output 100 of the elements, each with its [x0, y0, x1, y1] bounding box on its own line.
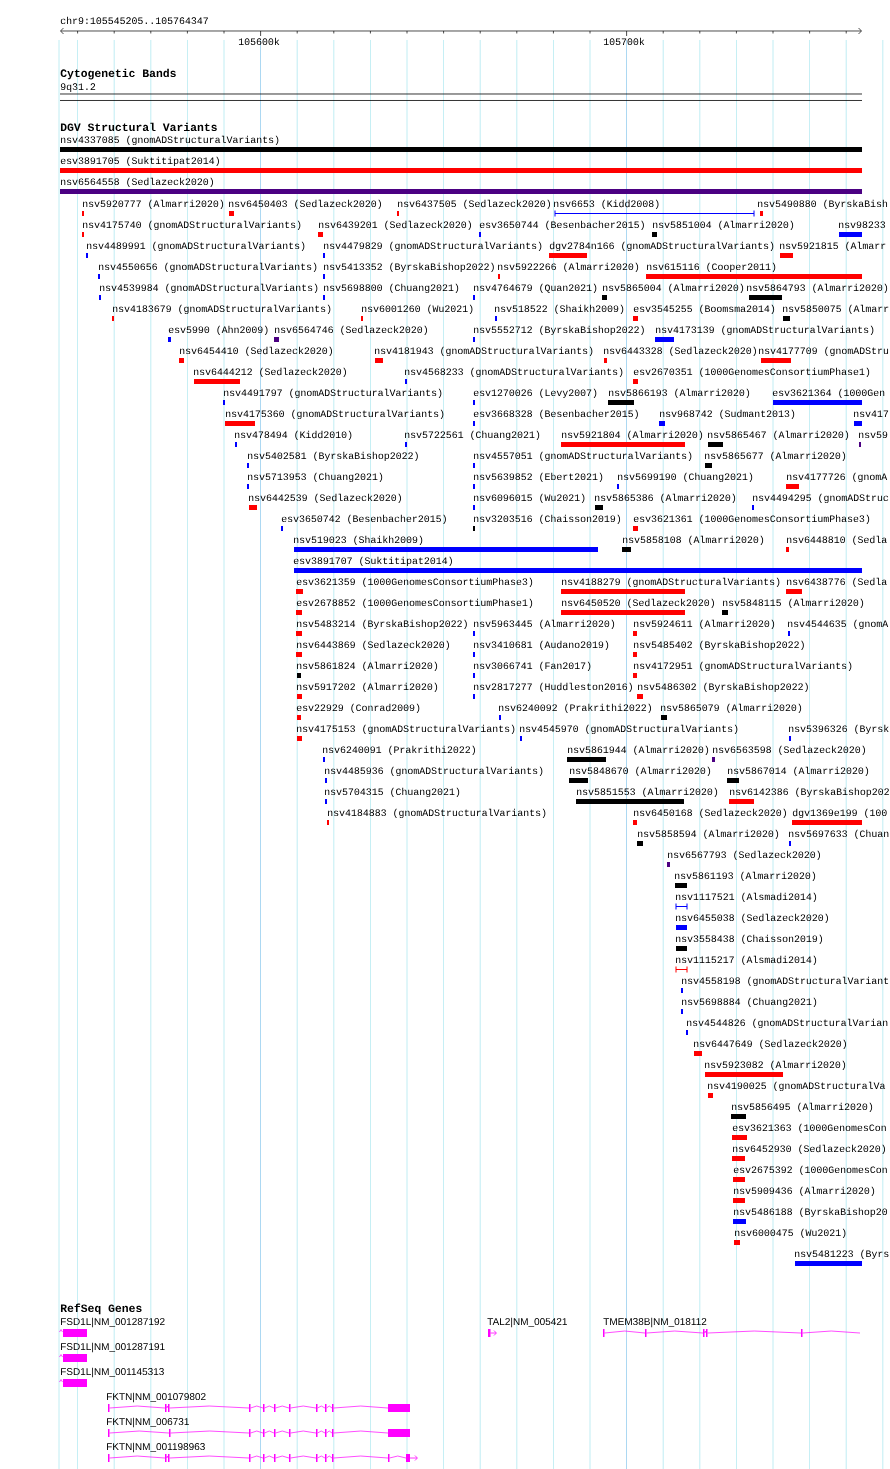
variant-label: nsv6563598 (Sedlazeck2020): [713, 745, 865, 756]
variant-label: nsv5402581 (ByrskaBishop2022): [248, 451, 418, 462]
variant-label: nsv5713953 (Chuang2021): [248, 472, 383, 483]
variant-label: nsv4177709 (gnomADStru: [759, 346, 889, 357]
variant-label: nsv4188279 (gnomADStructuralVariants): [562, 577, 780, 588]
variant-label: nsv4489991 (gnomADStructuralVariants): [87, 241, 305, 252]
variant-label: nsv4175360 (gnomADStructuralVariants): [226, 409, 444, 420]
variant-label: nsv5923082 (Almarri2020): [705, 1060, 846, 1071]
variant-label: esv3891707 (Suktitipat2014): [293, 556, 452, 567]
variant-label: nsv4175153 (gnomADStructuralVariants): [297, 724, 515, 735]
gene-label: TMEM38B|NM_018112: [603, 1317, 707, 1328]
band-label: 9q31.2: [60, 83, 96, 93]
variant-label: nsv4337085 (gnomADStructuralVariants): [61, 135, 279, 146]
variant-label: nsv5698800 (Chuang2021): [324, 283, 459, 294]
variant-label: nsv5697633 (Chuan: [789, 829, 889, 840]
variant-label: nsv6567793 (Sedlazeck2020): [668, 850, 820, 861]
variant-label: nsv6442539 (Sedlazeck2020): [249, 493, 401, 504]
variant-label: esv2675392 (1000GenomesCon: [733, 1165, 887, 1176]
variant-label: nsv6450168 (Sedlazeck2020): [634, 808, 786, 819]
variant-label: nsv4539984 (gnomADStructuralVariants): [100, 283, 318, 294]
variant-label: nsv5921815 (Almarr: [780, 241, 886, 252]
variant-label: nsv5909436 (Almarri2020): [734, 1186, 875, 1197]
variant-label: nsv6142386 (ByrskaBishop202: [730, 787, 889, 798]
variant-label: nsv5864793 (Almarri2020): [747, 283, 888, 294]
variant-label: nsv4485936 (gnomADStructuralVariants): [325, 766, 543, 777]
gene-label: FSD1L|NM_001287192: [61, 1317, 165, 1328]
variant-label: nsv5858594 (Almarri2020): [638, 829, 779, 840]
variant-label: nsv4183679 (gnomADStructuralVariants): [113, 304, 331, 315]
track-title: Cytogenetic Bands: [60, 68, 176, 80]
variant-label: esv3621361 (1000GenomesConsortiumPhase3): [633, 514, 870, 525]
variant-label: nsv4172951 (gnomADStructuralVariants): [634, 661, 852, 672]
variant-label: nsv5921804 (Almarri2020): [562, 430, 703, 441]
gene-label: FSD1L|NM_001145313: [61, 1367, 164, 1378]
variant-label: dgv1369e199 (100: [792, 808, 887, 819]
variant-label: nsv4173139 (gnomADStructuralVariants): [656, 325, 874, 336]
variant-label: nsv6001260 (Wu2021): [362, 304, 473, 315]
variant-label: nsv5861944 (Almarri2020): [568, 745, 709, 756]
variant-label: esv3650744 (Besenbacher2015): [479, 220, 644, 231]
variant-label: nsv5851553 (Almarri2020): [577, 787, 718, 798]
gene-label: FKTN|NM_006731: [107, 1417, 189, 1428]
variant-label: nsv4545970 (gnomADStructuralVariants): [520, 724, 738, 735]
variant-label: nsv6564746 (Sedlazeck2020): [275, 325, 427, 336]
variant-label: nsv6000475 (Wu2021): [735, 1228, 846, 1239]
variant-label: nsv5704315 (Chuang2021): [325, 787, 460, 798]
variant-label: nsv478494 (Kidd2010): [235, 430, 352, 441]
variant-label: nsv4544635 (gnomA: [788, 619, 889, 630]
variant-label: nsv5851004 (Almarri2020): [653, 220, 794, 231]
variant-label: nsv4479829 (gnomADStructuralVariants): [324, 241, 542, 252]
variant-label: nsv6444212 (Sedlazeck2020): [194, 367, 346, 378]
variant-label: nsv5865004 (Almarri2020): [603, 283, 744, 294]
tick-label: 105600k: [238, 37, 280, 46]
variant-label: nsv5866193 (Almarri2020): [609, 388, 750, 399]
variant-label: nsv5865467 (Almarri2020): [708, 430, 849, 441]
variant-label: nsv1115217 (Alsmadi2014): [676, 955, 817, 966]
variant-label: nsv5963445 (Almarri2020): [474, 619, 615, 630]
variant-label: nsv6096015 (Wu2021): [474, 493, 585, 504]
variant-label: nsv6448810 (Sedla: [787, 535, 887, 546]
variant-label: nsv5865079 (Almarri2020): [661, 703, 802, 714]
variant-label: nsv4557051 (gnomADStructuralVariants): [474, 451, 692, 462]
variant-label: esv3668328 (Besenbacher2015): [473, 409, 638, 420]
variant-label: nsv5848670 (Almarri2020): [570, 766, 711, 777]
variant-label: nsv5396326 (Byrsk: [789, 724, 889, 735]
gene-label: TAL2|NM_005421: [487, 1317, 567, 1328]
variant-label: nsv4568233 (gnomADStructuralVariants): [405, 367, 623, 378]
variant-label: nsv6438776 (Sedla: [787, 577, 887, 588]
variant-label: esv3545255 (Boomsma2014): [633, 304, 775, 315]
variant-label: nsv5486188 (ByrskaBishop20: [734, 1207, 888, 1218]
variant-label: nsv98233: [839, 221, 886, 229]
variant-label: nsv4181943 (gnomADStructuralVariants): [375, 346, 593, 357]
variant-label: nsv5917202 (Almarri2020): [297, 682, 438, 693]
variant-label: esv5990 (Ahn2009): [168, 325, 268, 336]
variant-label: nsv6443869 (Sedlazeck2020): [297, 640, 449, 651]
variant-label: nsv5865386 (Almarri2020): [595, 493, 736, 504]
variant-label: nsv3558438 (Chaisson2019): [676, 934, 823, 945]
variant-label: esv2678852 (1000GenomesConsortiumPhase1): [296, 598, 533, 609]
variant-label: nsv6437505 (Sedlazeck2020): [398, 199, 550, 210]
variant-label: nsv3203516 (Chaisson2019): [474, 514, 621, 525]
variant-label: nsv5848115 (Almarri2020): [723, 598, 864, 609]
variant-label: nsv6443328 (Sedlazeck2020): [604, 346, 756, 357]
variant-label: nsv5698884 (Chuang2021): [682, 997, 817, 1008]
variant-label: nsv5922266 (Almarri2020): [498, 262, 639, 273]
variant-label: esv2670351 (1000GenomesConsortiumPhase1): [633, 367, 870, 378]
variant-label: nsv615116 (Cooper2011): [647, 262, 776, 273]
gene-label: FSD1L|NM_001287191: [61, 1342, 165, 1353]
variant-label: nsv4544826 (gnomADStructuralVarian: [687, 1018, 888, 1029]
variant-label: nsv4764679 (Quan2021): [474, 283, 597, 294]
variant-label: nsv6240092 (Prakrithi2022): [499, 703, 651, 714]
variant-label: nsv6455038 (Sedlazeck2020): [676, 913, 828, 924]
variant-label: nsv417: [854, 410, 889, 418]
variant-label: nsv5856495 (Almarri2020): [732, 1102, 873, 1113]
variant-label: nsv4494295 (gnomADStruc: [753, 493, 889, 504]
variant-label: nsv5490880 (ByrskaBish: [758, 199, 888, 210]
variant-label: nsv518522 (Shaikh2009): [495, 304, 624, 315]
variant-label: nsv4558198 (gnomADStructuralVariant: [682, 976, 889, 987]
variant-label: nsv59: [859, 431, 888, 439]
variant-label: nsv5485402 (ByrskaBishop2022): [634, 640, 804, 651]
track-title: RefSeq Genes: [60, 1303, 142, 1315]
variant-label: nsv5552712 (ByrskaBishop2022): [474, 325, 644, 336]
variant-label: dgv2784n166 (gnomADStructuralVariants): [549, 241, 774, 252]
variant-label: nsv519023 (Shaikh2009): [294, 535, 423, 546]
